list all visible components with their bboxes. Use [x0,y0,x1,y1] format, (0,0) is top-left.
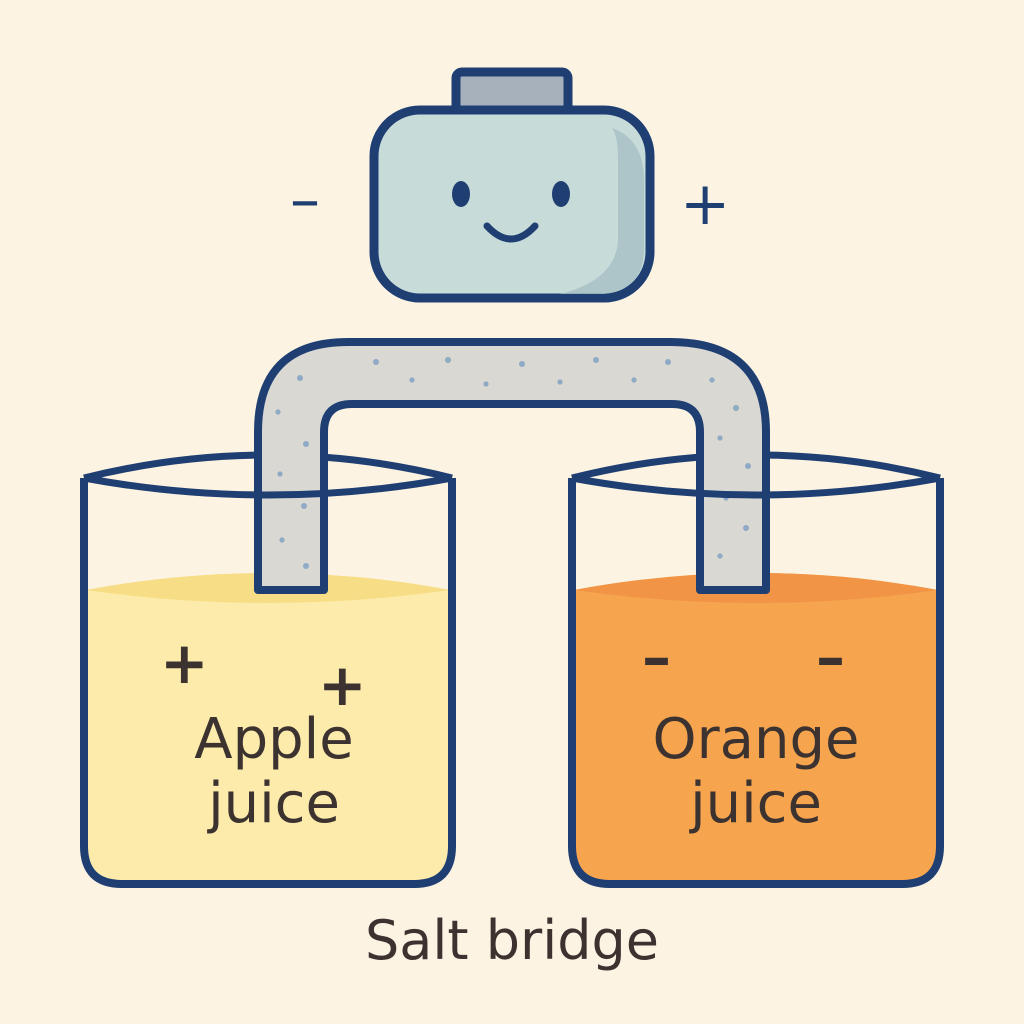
salt-bridge-label: Salt bridge [365,909,659,972]
battery-body [369,105,655,303]
left-beaker-front-rim [83,474,453,499]
orange-juice-label: Orange juice [596,708,916,836]
apple-juice-plus-sign-1: + [160,629,209,697]
orange-juice-minus-sign-1: – [642,623,671,691]
right-beaker-wall [568,478,944,888]
battery-left-eye [452,181,470,207]
battery-positive-sign: + [680,169,731,239]
battery-negative-sign: – [290,165,320,235]
apple-juice-liquid [86,573,450,880]
left-beaker-wall [80,478,456,888]
orange-juice-label-line1: Orange [652,707,860,772]
orange-juice-liquid [574,573,938,880]
orange-juice-minus-sign-2: – [816,623,845,691]
battery-shading [560,128,645,294]
apple-juice-label: Apple juice [114,708,434,836]
right-beaker-front-rim [571,474,941,499]
battery-smile [483,222,539,243]
apple-juice-label-line1: Apple [194,707,354,772]
orange-juice-label-line2: juice [690,771,822,836]
apple-juice-plus-sign-2: + [318,651,367,719]
battery-right-eye [552,181,570,207]
salt-bridge-tube [254,338,770,594]
apple-juice-label-line2: juice [208,771,340,836]
